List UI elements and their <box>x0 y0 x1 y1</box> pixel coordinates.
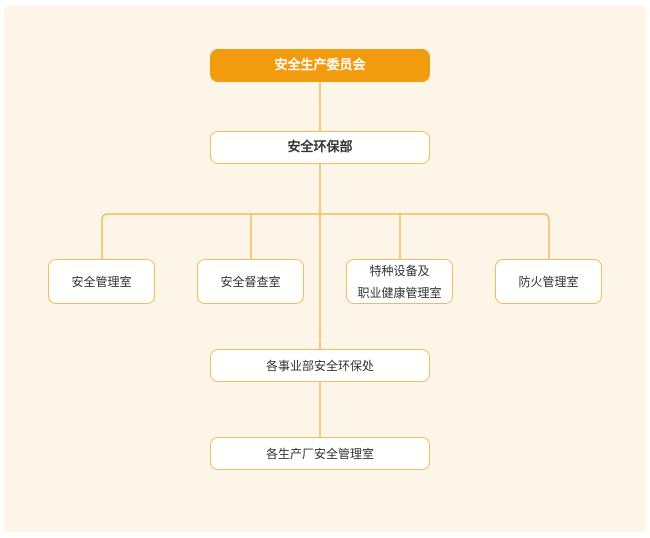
node-plants: 各生产厂安全管理室 <box>210 437 430 470</box>
node-office-2-label: 安全督查室 <box>220 274 281 289</box>
node-root-committee: 安全生产委员会 <box>210 49 430 82</box>
node-root-label: 安全生产委员会 <box>274 57 366 73</box>
node-office-4: 防火管理室 <box>495 259 602 304</box>
node-business-units-label: 各事业部安全环保处 <box>265 358 374 373</box>
node-office-3: 特种设备及 职业健康管理室 <box>346 259 453 304</box>
node-department-label: 安全环保部 <box>287 139 353 155</box>
node-department: 安全环保部 <box>210 131 430 164</box>
node-plants-label: 各生产厂安全管理室 <box>265 446 374 461</box>
node-office-3-label-line2: 职业健康管理室 <box>357 285 442 300</box>
node-office-1-label: 安全管理室 <box>71 274 132 289</box>
node-office-1: 安全管理室 <box>48 259 155 304</box>
node-business-units: 各事业部安全环保处 <box>210 349 430 382</box>
node-office-4-label: 防火管理室 <box>518 274 579 289</box>
node-office-2: 安全督查室 <box>197 259 304 304</box>
node-office-3-label-line1: 特种设备及 <box>369 263 430 278</box>
